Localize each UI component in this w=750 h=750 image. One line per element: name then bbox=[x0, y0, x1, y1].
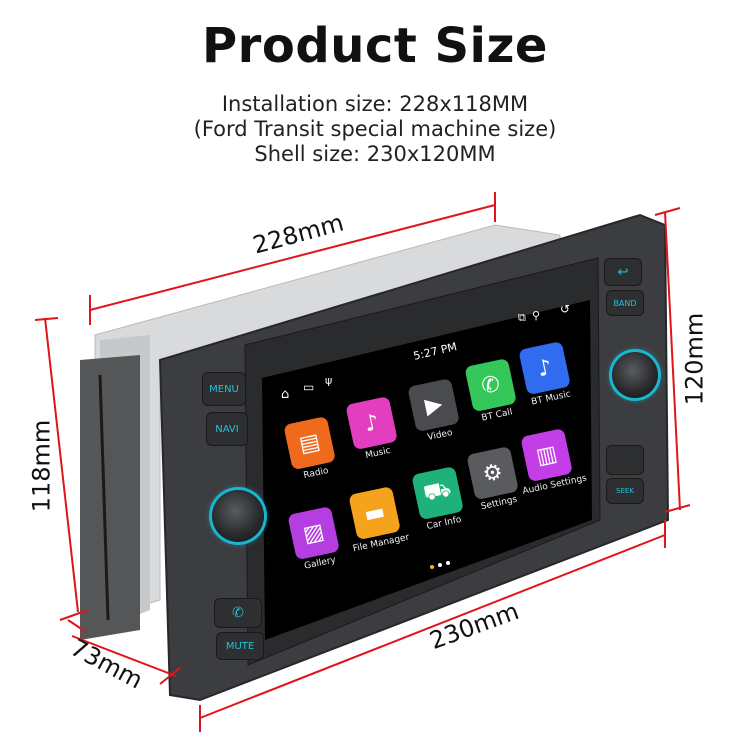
bt-music-icon: ♪ bbox=[518, 341, 571, 396]
phone-icon: ✆ bbox=[232, 605, 244, 621]
play-icon: ▶ bbox=[407, 378, 460, 433]
page-dot-active[interactable] bbox=[430, 565, 434, 569]
band-button[interactable]: BAND bbox=[606, 290, 644, 316]
app-gallery[interactable]: ▨ Gallery bbox=[279, 504, 352, 575]
menu-label: MENU bbox=[209, 383, 239, 395]
location-icon: ⚲ bbox=[532, 309, 541, 322]
seek-label: SEEK bbox=[616, 487, 634, 495]
menu-button[interactable]: MENU bbox=[202, 372, 246, 406]
app-music[interactable]: ♪ Music bbox=[337, 394, 410, 465]
app-file-manager[interactable]: ▬ File Manager bbox=[340, 484, 413, 555]
band-label: BAND bbox=[613, 298, 637, 308]
radio-icon: ▤ bbox=[283, 416, 336, 471]
vehicle-note: (Ford Transit special machine size) bbox=[193, 117, 557, 141]
navi-label: NAVI bbox=[215, 423, 239, 435]
usb-icon: ψ bbox=[325, 374, 333, 387]
left-volume-knob[interactable] bbox=[212, 490, 264, 542]
app-bt-music[interactable]: ♪ BT Music bbox=[510, 339, 583, 410]
seek-button[interactable]: SEEK bbox=[606, 478, 644, 504]
dim-left-height: 118mm bbox=[27, 419, 56, 513]
window-icon[interactable]: ▭ bbox=[303, 380, 315, 394]
call-button[interactable]: ✆ bbox=[214, 598, 262, 628]
navi-button[interactable]: NAVI bbox=[206, 412, 248, 446]
mute-button[interactable]: MUTE bbox=[216, 632, 264, 660]
folder-icon: ▬ bbox=[348, 486, 401, 541]
installation-size: Installation size: 228x118MM bbox=[221, 92, 529, 116]
car-icon: ⛟ bbox=[411, 466, 464, 521]
page-title: Product Size bbox=[202, 18, 548, 74]
home-icon[interactable]: ⌂ bbox=[281, 387, 290, 402]
equalizer-icon: ▥ bbox=[520, 428, 573, 483]
music-note-icon: ♪ bbox=[345, 396, 398, 451]
app-audio-settings[interactable]: ▥ Audio Settings bbox=[512, 426, 588, 497]
cast-icon: ⧉ bbox=[518, 311, 526, 324]
app-radio[interactable]: ▤ Radio bbox=[275, 414, 348, 485]
back-icon[interactable]: ↺ bbox=[560, 302, 571, 316]
shell-size: Shell size: 230x120MM bbox=[254, 142, 496, 166]
right-tune-knob[interactable] bbox=[612, 352, 658, 398]
dim-right-height: 120mm bbox=[680, 312, 709, 406]
gallery-icon: ▨ bbox=[287, 506, 340, 561]
phone-icon: ✆ bbox=[464, 358, 517, 413]
page-dot[interactable] bbox=[438, 563, 442, 567]
page-dot[interactable] bbox=[446, 561, 450, 565]
mute-label: MUTE bbox=[225, 640, 255, 652]
gear-icon: ⚙ bbox=[466, 446, 519, 501]
back-button[interactable]: ↩ bbox=[604, 258, 642, 286]
back-arrow-icon: ↩ bbox=[617, 264, 629, 280]
seek-up-button[interactable] bbox=[606, 445, 644, 475]
